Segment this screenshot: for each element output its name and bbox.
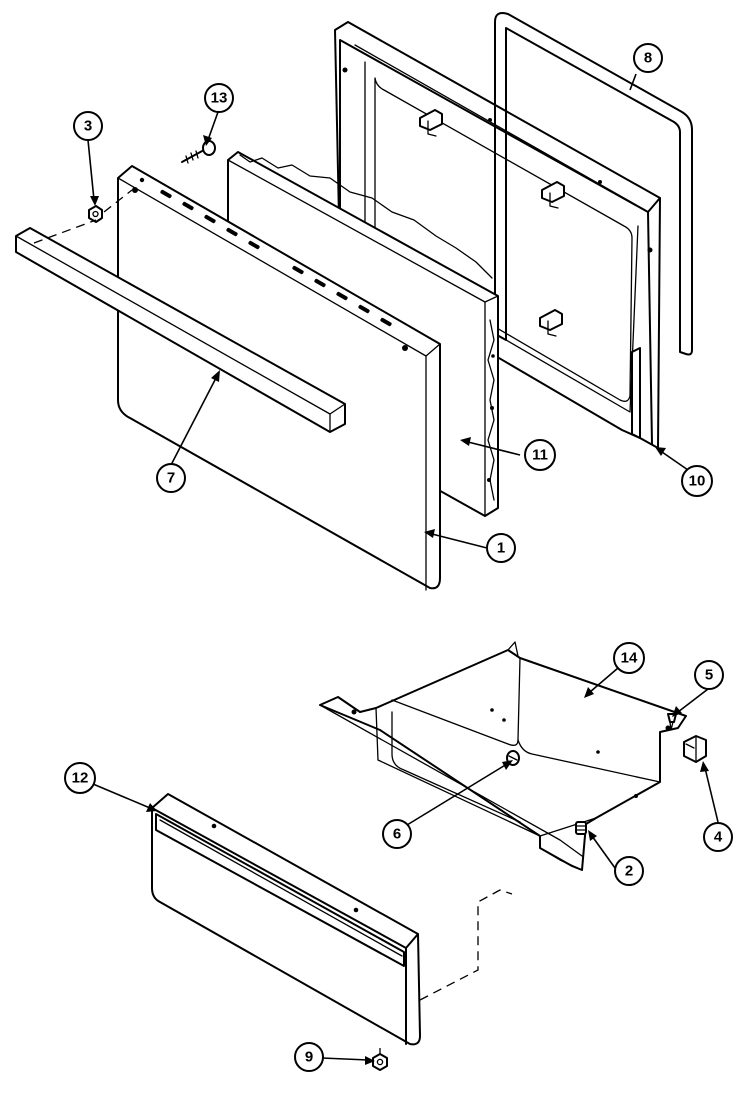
svg-text:7: 7	[167, 470, 175, 487]
svg-text:6: 6	[393, 826, 401, 843]
svg-text:13: 13	[211, 90, 228, 107]
door-gasket	[494, 12, 693, 356]
callout-6: 6	[382, 819, 412, 849]
nut-3-alignment-line	[33, 189, 133, 244]
svg-text:2: 2	[625, 863, 633, 880]
drawer-assembly-line	[419, 889, 513, 1001]
glide-4	[683, 735, 707, 763]
svg-text:3: 3	[84, 118, 92, 135]
screw-13	[181, 140, 216, 164]
callout-12: 12	[64, 762, 96, 794]
svg-text:8: 8	[644, 50, 652, 67]
callout-7: 7	[156, 463, 186, 493]
callout-10: 10	[681, 465, 713, 497]
callout-3: 3	[73, 111, 103, 141]
svg-text:14: 14	[621, 650, 638, 667]
drawer-body	[319, 641, 687, 871]
svg-text:12: 12	[72, 770, 89, 787]
svg-text:5: 5	[705, 667, 713, 684]
callout-5: 5	[694, 660, 724, 690]
callout-14: 14	[613, 642, 645, 674]
liner-bracket-bottom	[539, 309, 563, 337]
vent-slots	[160, 189, 392, 327]
callout-8: 8	[633, 43, 663, 73]
screw-6	[506, 750, 520, 766]
leader-lines	[87, 73, 719, 1065]
drawer-front-panel	[151, 793, 421, 1046]
svg-text:9: 9	[305, 1049, 313, 1066]
nut-9	[372, 1053, 388, 1071]
svg-text:1: 1	[497, 540, 505, 557]
liner-bracket-top	[419, 109, 443, 137]
door-handle	[15, 227, 346, 433]
callout-2: 2	[614, 856, 644, 886]
callout-1: 1	[486, 533, 516, 563]
callout-11: 11	[524, 439, 556, 471]
nut-3	[88, 205, 103, 223]
callout-13: 13	[204, 83, 234, 113]
liner-bracket-middle	[541, 181, 565, 209]
svg-text:4: 4	[714, 829, 723, 846]
callout-4: 4	[703, 822, 733, 852]
callout-9: 9	[294, 1042, 324, 1072]
svg-text:10: 10	[689, 473, 706, 490]
inner-door-liner	[334, 21, 661, 449]
svg-text:11: 11	[532, 447, 548, 464]
roller-2	[575, 821, 587, 835]
